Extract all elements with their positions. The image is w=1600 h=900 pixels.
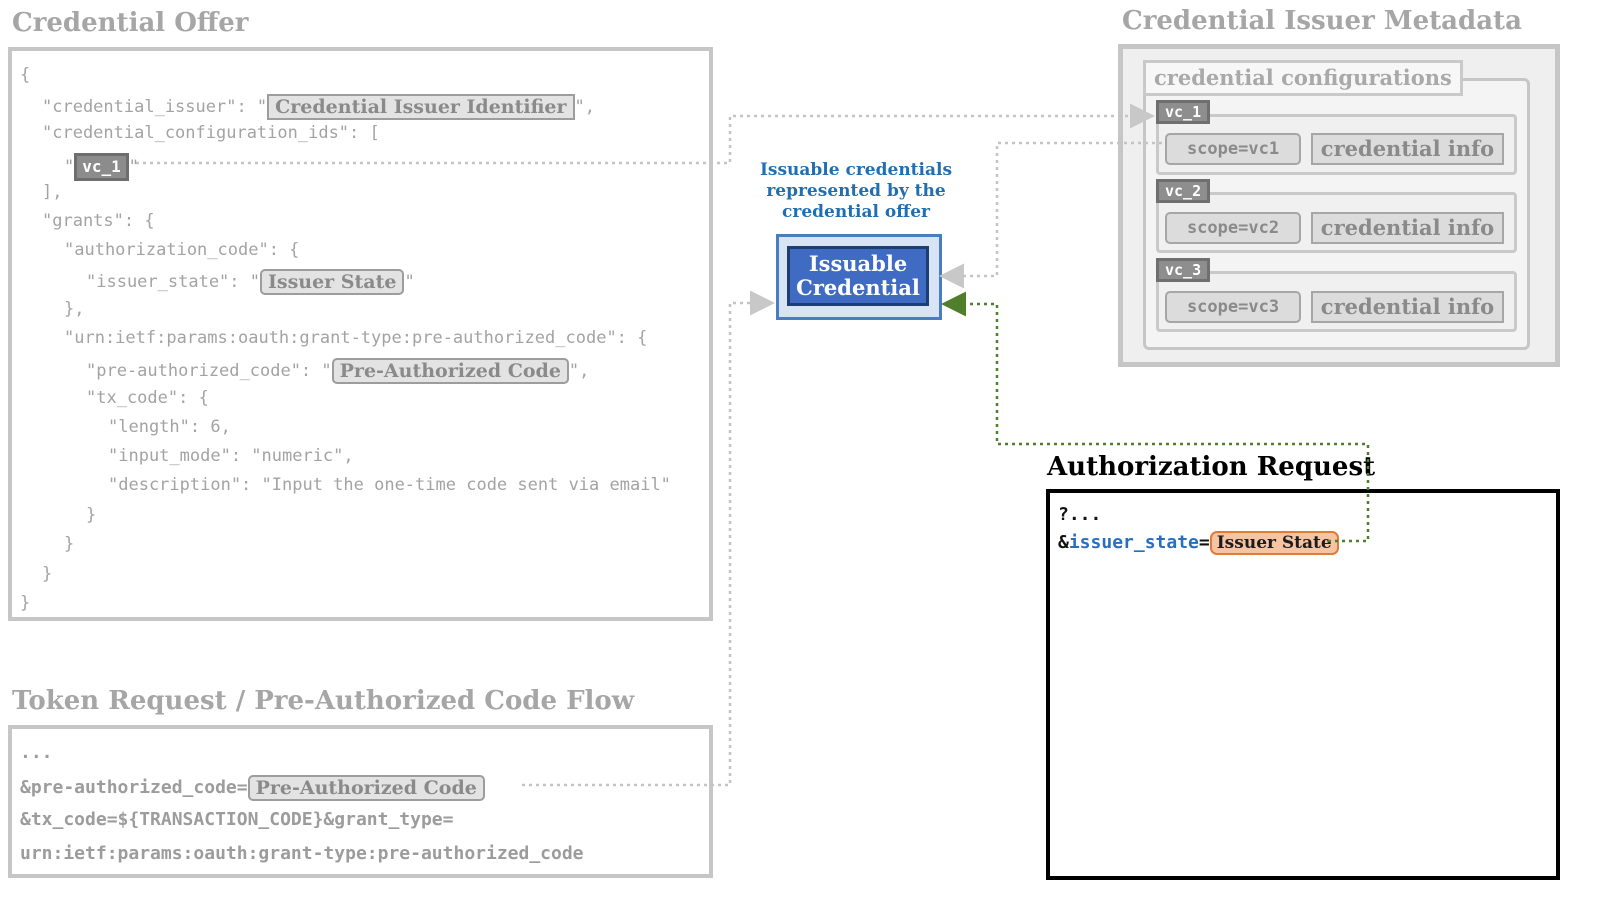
auth-line-issuer-state: &issuer_state=Issuer State <box>1058 531 1339 555</box>
code-line-preauth-code: "pre-authorized_code": "Pre-Authorized C… <box>86 358 589 384</box>
config-vc3-info: credential info <box>1311 291 1504 323</box>
code-line-preauth-grant: "urn:ietf:params:oauth:grant-type:pre-au… <box>64 328 648 348</box>
issuable-credential-line2: Credential <box>796 275 920 300</box>
config-vc1-scope: scope=vc1 <box>1165 133 1301 165</box>
connector-config-to-issuable <box>939 141 1162 289</box>
issuer-state-auth-pill: Issuer State <box>1209 531 1339 555</box>
config-vc1-tab: vc_1 <box>1156 100 1211 124</box>
issuable-caption-line2: represented by the <box>766 181 946 201</box>
code-line-auth-close: }, <box>64 299 85 319</box>
code-tail-preauth-code: ", <box>568 361 590 381</box>
preauth-code-token-pill: Pre-Authorized Code <box>247 775 485 801</box>
code-line-tx-code: "tx_code": { <box>86 388 209 408</box>
code-line-input-mode: "input_mode": "numeric", <box>108 446 354 466</box>
code-line-issuer-state: "issuer_state": "Issuer State" <box>86 269 415 295</box>
code-vc1-quote-close: " <box>128 157 140 177</box>
code-line-close-preauth: } <box>64 534 75 554</box>
credential-configurations-label: credential configurations <box>1143 60 1463 96</box>
code-line-description: "description": "Input the one-time code … <box>108 475 671 495</box>
code-key-preauth-code: "pre-authorized_code": " <box>86 361 332 381</box>
issuable-caption-line1: Issuable credentials <box>759 160 953 180</box>
preauth-code-offer-pill: Pre-Authorized Code <box>331 358 569 384</box>
auth-line-ellipsis: ?... <box>1058 504 1102 525</box>
config-vc1-info: credential info <box>1311 133 1504 165</box>
code-vc1-quote-open: " <box>64 157 75 177</box>
code-line-grants: "grants": { <box>42 211 155 231</box>
token-line-grant-type: urn:ietf:params:oauth:grant-type:pre-aut… <box>20 843 584 864</box>
config-vc3-scope: scope=vc3 <box>1165 291 1301 323</box>
config-vc2-scope: scope=vc2 <box>1165 212 1301 244</box>
authorization-request-title: Authorization Request <box>1047 452 1376 482</box>
auth-amp: & <box>1058 532 1069 553</box>
code-line-close-tx: } <box>86 505 97 525</box>
code-line-config-close: ], <box>42 182 63 202</box>
token-preauth-prefix: &pre-authorized_code= <box>20 777 248 798</box>
code-tail-issuer-state: " <box>404 272 415 292</box>
token-request-box: ... &pre-authorized_code=Pre-Authorized … <box>8 725 713 878</box>
code-line-config-ids: "credential_configuration_ids": [ <box>42 123 380 143</box>
auth-param-issuer-state: issuer_state <box>1068 532 1199 553</box>
credential-issuer-identifier-pill: Credential Issuer Identifier <box>267 94 575 120</box>
code-line-auth-code: "authorization_code": { <box>64 240 300 260</box>
credential-offer-box: { "credential_issuer": "Credential Issue… <box>8 47 713 621</box>
code-open-brace: { <box>20 65 31 85</box>
token-line-preauth: &pre-authorized_code=Pre-Authorized Code <box>20 775 485 801</box>
code-line-close-grants: } <box>42 564 53 584</box>
token-line-tx-code: &tx_code=${TRANSACTION_CODE}&grant_type= <box>20 809 454 830</box>
code-tail-credential-issuer: ", <box>574 97 595 117</box>
code-key-credential-issuer: "credential_issuer": " <box>42 97 268 117</box>
code-line-close-root: } <box>20 593 31 613</box>
code-line-vc1: "vc_1" <box>64 153 139 181</box>
issuer-state-offer-pill: Issuer State <box>260 269 405 295</box>
code-line-length: "length": 6, <box>108 417 231 437</box>
config-vc3-tab: vc_3 <box>1156 258 1211 282</box>
issuable-credential: Issuable Credential <box>787 246 929 306</box>
connector-issuer-state-to-issuable <box>941 291 1370 543</box>
issuer-metadata-title: Credential Issuer Metadata <box>1122 6 1522 36</box>
token-request-title: Token Request / Pre-Authorized Code Flow <box>12 686 635 716</box>
issuable-credential-line1: Issuable <box>808 251 908 276</box>
connector-vc1-to-config <box>136 103 1155 165</box>
token-line-ellipsis: ... <box>20 742 53 763</box>
issuable-caption-line3: credential offer <box>782 202 930 222</box>
config-vc2-tab: vc_2 <box>1156 179 1211 203</box>
config-vc2-info: credential info <box>1311 212 1504 244</box>
credential-offer-title: Credential Offer <box>12 8 249 38</box>
auth-eq: = <box>1198 532 1210 553</box>
connector-preauth-to-issuable <box>522 290 775 787</box>
vc1-offer-pill: vc_1 <box>74 153 129 181</box>
authorization-request-box: ?... &issuer_state=Issuer State <box>1046 489 1560 880</box>
code-key-issuer-state: "issuer_state": " <box>86 272 260 292</box>
code-line-credential-issuer: "credential_issuer": "Credential Issuer … <box>42 94 595 120</box>
issuable-caption: Issuable credentials represented by the … <box>730 160 982 223</box>
